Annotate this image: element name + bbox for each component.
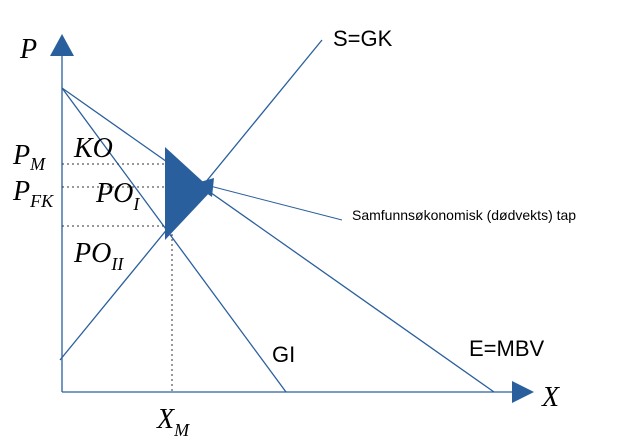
marginal-revenue-curve [61,87,287,393]
producer-surplus-1-label: POI [95,178,140,214]
deadweight-label: Samfunnsøkonomisk (dødvekts) tap [352,207,576,223]
deadweight-pointer-line [209,185,343,221]
quantity-monopoly-label: XM [156,404,190,440]
producer-surplus-2-label: POII [73,238,124,274]
demand-label: E=MBV [469,336,545,361]
deadweight-pointer-arrow [193,178,214,197]
mr-label: GI [272,342,295,367]
price-fk-label: PFK [12,176,54,211]
consumer-surplus-label: KO [73,133,113,164]
demand-curve [61,87,495,393]
p-axis-arrow [50,34,74,56]
x-axis-arrow [512,381,534,403]
x-axis-label: X [541,382,560,413]
deadweight-loss-triangle [165,147,212,240]
price-monopoly-label: PM [12,140,46,174]
p-axis-label: P [19,34,37,65]
supply-label: S=GK [333,26,393,51]
